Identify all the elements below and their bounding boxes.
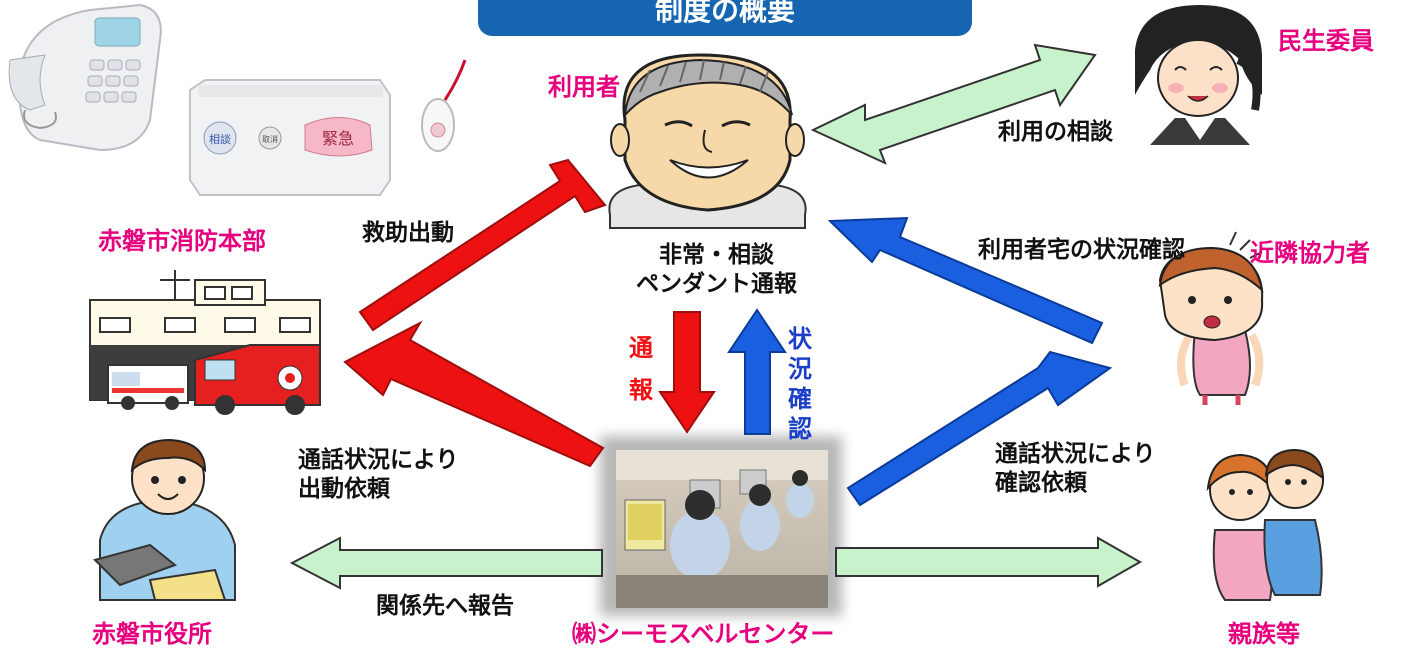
edge-label-report: 関係先へ報告 [376,593,514,619]
emergency-unit-icon: 相談 取消 緊急 [189,79,391,196]
report-to-city-arrow [289,536,603,590]
dispatch-request-line-2: 出動依頼 [298,475,390,502]
node-relatives: 親族等 [1228,620,1300,648]
edge-label-consult: 利用の相談 [998,119,1113,145]
edge-label-status-check: 状 況 確 認 [785,324,815,444]
dispatch-request-arrow [343,320,605,468]
call-center-photo [600,436,842,616]
neighbor-icon [1158,231,1264,405]
confirm-request-line-1: 通話状況により [995,441,1156,467]
edge-label-rescue: 救助出動 [362,220,454,246]
confirm-request-arrow [846,350,1113,507]
edge-label-tsuuhou: 通 報 [626,330,656,408]
svg-text:取消: 取消 [262,134,278,144]
rescue-arrow [358,158,607,332]
node-neighbor: 近隣協力者 [1250,239,1370,267]
edge-label-home-check: 利用者宅の状況確認 [978,237,1185,263]
edge-label-confirm-request: 通話状況により 確認依頼 [995,440,1156,498]
status-check-char-3: 確 [788,385,812,413]
pendant-icon [421,59,467,152]
fire-station-icon [89,270,321,415]
welfare-commissioner-icon [1135,5,1262,145]
report-to-relatives-arrow [835,536,1143,588]
svg-text:相談: 相談 [209,132,231,146]
node-city-hall: 赤磐市役所 [92,620,212,648]
tsuuhou-char-2: 報 [629,376,653,404]
edge-label-dispatch-request: 通話状況により 出動依頼 [298,446,459,504]
svg-text:緊急: 緊急 [322,129,354,148]
pendant-caption-line-1: 非常・相談 [659,242,774,268]
status-check-char-1: 状 [788,325,812,353]
relatives-icon [1206,448,1325,601]
pendant-caption-line-2: ペンダント通報 [636,270,797,297]
pendant-caption: 非常・相談 ペンダント通報 [636,241,797,299]
status-check-arrow [727,308,787,435]
diagram-title: 制度の概要 [478,0,972,36]
node-welfare-commissioner: 民生委員 [1278,27,1374,55]
telephone-icon [8,3,162,152]
node-user: 利用者 [548,73,620,101]
node-fire-dept: 赤磐市消防本部 [98,227,266,255]
city-hall-worker-icon [93,438,236,601]
status-check-char-2: 況 [788,355,812,383]
tsuuhou-char-1: 通 [629,334,653,362]
confirm-request-line-2: 確認依頼 [995,469,1087,496]
home-check-arrow [827,216,1104,345]
status-check-char-4: 認 [788,415,812,443]
node-center: ㈱シーモスベルセンター [572,620,835,648]
elderly-user-icon [608,53,807,229]
dispatch-request-line-1: 通話状況により [298,447,459,473]
tsuuhou-arrow [658,311,716,434]
consult-arrow [810,43,1097,165]
